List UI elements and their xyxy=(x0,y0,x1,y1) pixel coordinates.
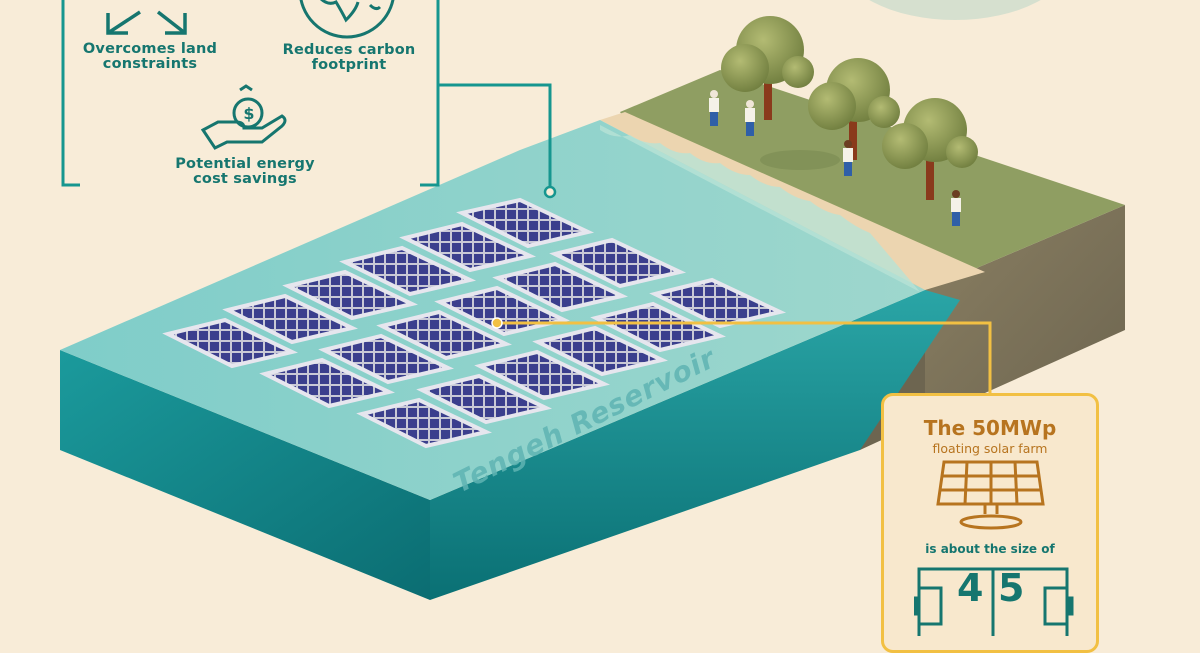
callout-dot-gold xyxy=(491,317,503,329)
infographic: $ Overcomes land constraints Reduces car… xyxy=(60,0,1125,653)
benefit-carbon-line1: Reduces carbon xyxy=(282,42,416,58)
solar-farm-info-card: The 50MWp floating solar farm is about t… xyxy=(881,393,1099,653)
card-comparison-text: is about the size of xyxy=(925,542,1055,556)
football-field-icon xyxy=(914,567,1074,636)
solar-callout-line xyxy=(497,321,992,393)
benefit-land-line1: Overcomes land xyxy=(82,41,218,57)
arrows-expand-icon xyxy=(106,10,187,35)
benefits-bracket xyxy=(61,0,552,188)
benefit-cost-line2: cost savings xyxy=(193,171,297,187)
card-subtitle: floating solar farm xyxy=(932,441,1048,456)
benefit-carbon-line2: footprint xyxy=(311,57,387,73)
callout-dot-teal xyxy=(543,185,557,199)
isometric-reservoir-illustration: $ xyxy=(60,0,1125,600)
benefit-land: Overcomes land constraints xyxy=(70,42,230,72)
benefit-cost: Potential energy cost savings xyxy=(155,157,335,187)
decorative-circle xyxy=(869,0,1041,20)
benefit-carbon: Reduces carbon footprint xyxy=(266,43,432,73)
benefit-land-line2: constraints xyxy=(102,56,198,72)
field-count-digit-1: 4 xyxy=(957,566,984,610)
money-hand-icon xyxy=(200,84,287,150)
field-count-digit-2: 5 xyxy=(998,566,1025,610)
globe-icon xyxy=(299,0,395,39)
svg-text:$: $ xyxy=(243,104,254,123)
workers xyxy=(709,90,961,226)
card-title: The 50MWp xyxy=(923,416,1057,440)
trees xyxy=(721,16,978,200)
solar-panel-icon xyxy=(936,460,1045,530)
benefit-cost-line1: Potential energy xyxy=(175,156,315,172)
